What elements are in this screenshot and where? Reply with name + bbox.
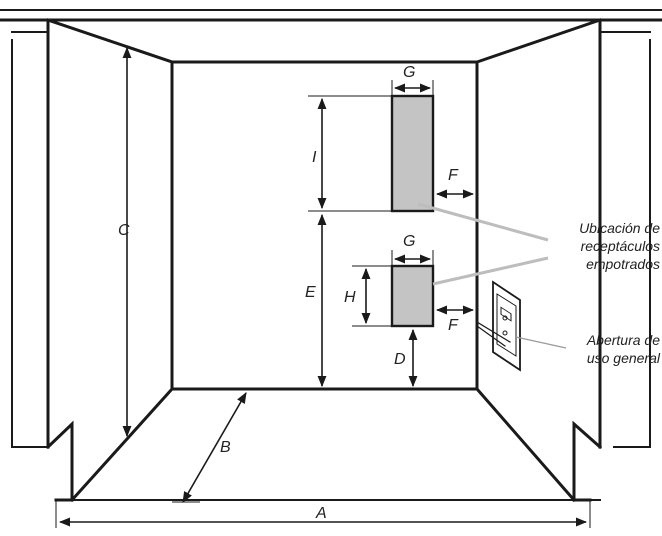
right-cabinet xyxy=(474,18,651,503)
outlet-callout-line-1: Abertura de xyxy=(586,332,660,348)
label-b: B xyxy=(220,439,231,456)
outlet-box xyxy=(476,280,521,372)
label-a: A xyxy=(315,505,327,522)
dimension-arrows xyxy=(58,46,588,527)
label-g-upper: G xyxy=(403,64,415,81)
label-g-lower: G xyxy=(403,233,415,250)
recessed-callout-line-3: empotrados xyxy=(586,256,660,272)
lower-recess-cutout xyxy=(390,264,435,328)
outlet-callout-line-2: uso general xyxy=(587,350,661,366)
dim-arrow-b xyxy=(182,392,247,503)
recessed-callout-line-2: receptáculos xyxy=(581,238,660,254)
recessed-callout: Ubicación de receptáculos empotrados xyxy=(579,220,660,272)
label-h: H xyxy=(344,289,356,306)
outlet-callout: Abertura de uso general xyxy=(586,332,661,366)
dimension-labels: A B C D E F F G G H I xyxy=(118,64,459,522)
label-i: I xyxy=(312,149,317,166)
label-c: C xyxy=(118,222,130,239)
label-f-lower: F xyxy=(448,317,459,334)
ceiling-lines xyxy=(0,9,662,22)
label-e: E xyxy=(305,284,316,301)
label-f-upper: F xyxy=(448,167,459,184)
back-wall xyxy=(170,60,479,391)
leader-lines xyxy=(417,202,567,349)
upper-recess-cutout xyxy=(390,94,435,213)
label-d: D xyxy=(394,351,406,368)
recessed-callout-line-1: Ubicación de xyxy=(579,220,660,236)
left-cabinet xyxy=(11,18,175,503)
